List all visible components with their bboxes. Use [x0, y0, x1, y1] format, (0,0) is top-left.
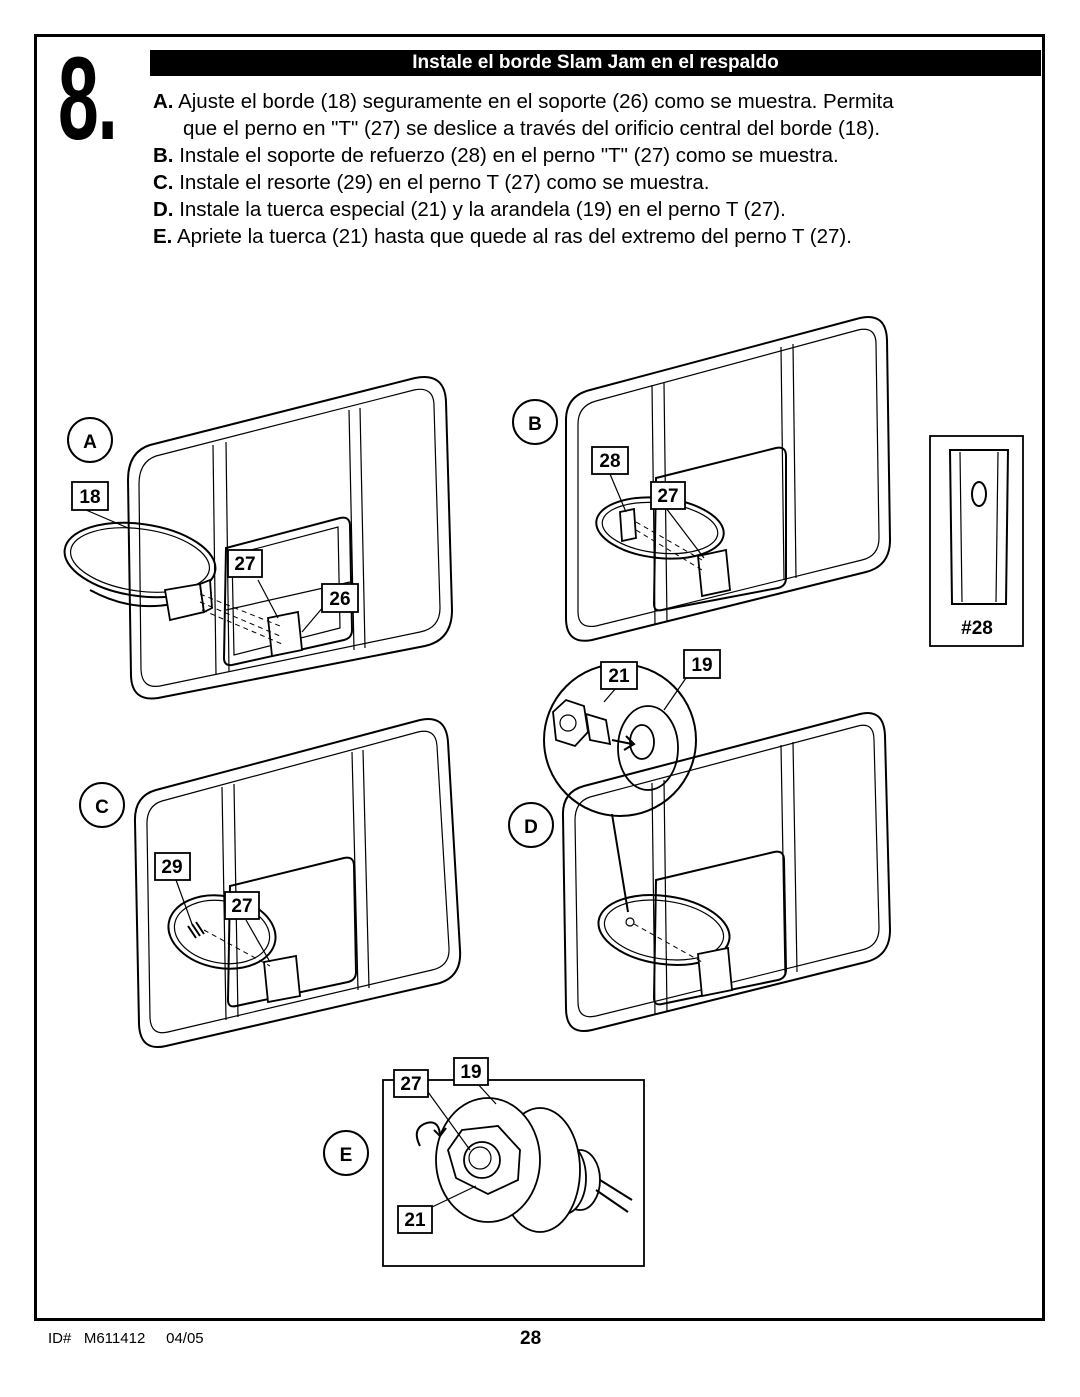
figure-d [561, 712, 892, 1032]
figure-c [133, 718, 462, 1048]
instruction-b: B. Instale el soporte de refuerzo (28) e… [153, 144, 839, 167]
figure-e-circle [323, 1130, 369, 1176]
figure-a-circle [67, 417, 113, 463]
figure-a [63, 376, 454, 700]
callout-19e: 19 [460, 1062, 481, 1083]
callout-27a-box [227, 549, 263, 578]
callout-27e: 27 [400, 1074, 421, 1095]
callout-27e-box [393, 1069, 429, 1098]
detail-d-circle [543, 663, 697, 913]
part-28-frame [929, 435, 1024, 647]
callout-21: 21 [608, 666, 630, 687]
footer-document-id: ID# M611412 04/05 [48, 1330, 204, 1347]
part-28-label: #28 [961, 618, 993, 639]
callout-21e: 21 [404, 1210, 426, 1231]
figure-c-letter: C [95, 797, 109, 818]
figure-b-circle [512, 399, 558, 445]
callout-21e-box [397, 1205, 433, 1234]
part-28-panel [929, 435, 1024, 647]
callout-19: 19 [691, 655, 712, 676]
step-title: Instale el borde Slam Jam en el respaldo [150, 50, 1041, 76]
callout-19e-box [453, 1057, 489, 1086]
figure-a-letter: A [83, 432, 97, 453]
instruction-a: A. Ajuste el borde (18) seguramente en e… [153, 90, 894, 113]
figure-e [382, 1079, 645, 1267]
page-frame [34, 34, 1045, 1321]
instruction-a-cont: que el perno en "T" (27) se deslice a tr… [183, 117, 881, 140]
figure-e-letter: E [340, 1145, 353, 1166]
figure-b [565, 316, 892, 642]
callout-27a: 27 [234, 554, 255, 575]
callout-27c-box [224, 891, 260, 920]
figure-c-circle [79, 782, 125, 828]
callout-27b: 27 [657, 486, 678, 507]
callout-28-box [591, 446, 629, 475]
step-number: 8. [58, 33, 118, 165]
instruction-c: C. Instale el resorte (29) en el perno T… [153, 171, 710, 194]
callout-26-box [321, 583, 359, 613]
callout-26: 26 [329, 589, 350, 610]
callout-29: 29 [161, 857, 182, 878]
callout-21-box [600, 661, 638, 690]
callout-28: 28 [599, 451, 620, 472]
callout-18: 18 [79, 487, 100, 508]
callout-27c: 27 [231, 896, 252, 917]
callout-19-box [683, 649, 721, 679]
figure-d-circle [508, 802, 554, 848]
figure-b-letter: B [528, 414, 542, 435]
callout-29-box [154, 852, 191, 881]
callout-27b-box [650, 481, 686, 510]
figure-d-letter: D [524, 817, 538, 838]
callout-18-box [71, 481, 109, 511]
footer-page-number: 28 [520, 1328, 542, 1349]
instruction-e: E. Apriete la tuerca (21) hasta que qued… [153, 225, 852, 248]
instruction-d: D. Instale la tuerca especial (21) y la … [153, 198, 786, 221]
